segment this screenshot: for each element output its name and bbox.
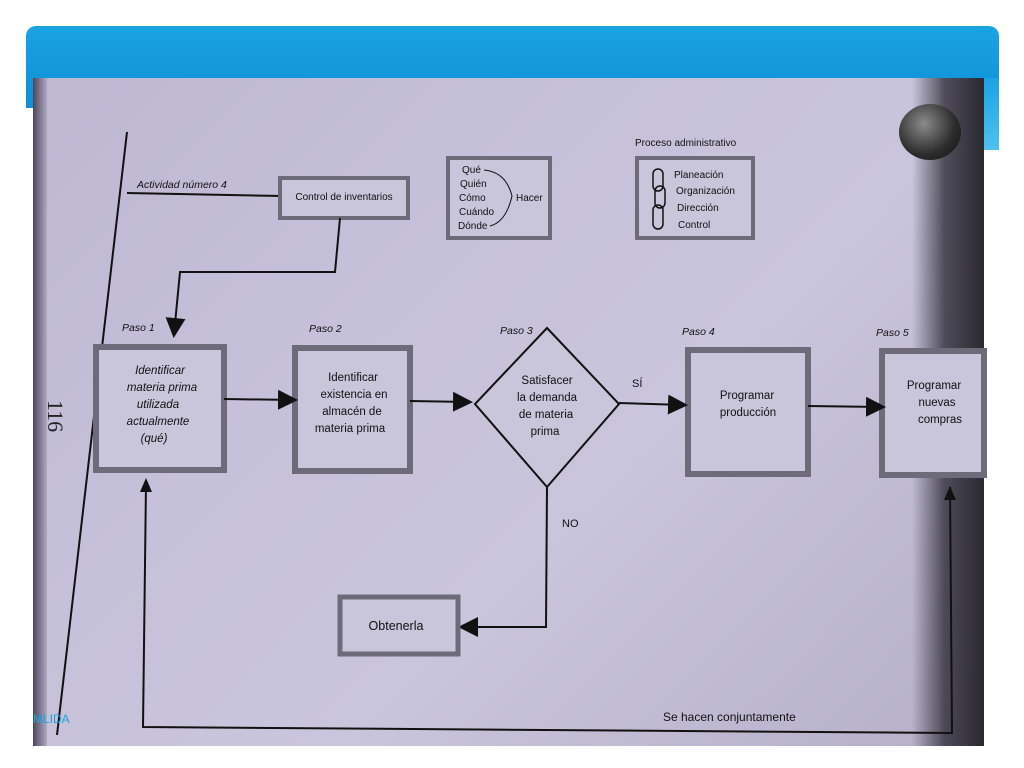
step3-decision xyxy=(473,326,621,489)
activity-line xyxy=(126,192,283,197)
questions-brace xyxy=(483,169,513,227)
step5-line: Programar xyxy=(907,380,961,392)
question-item: Cuándo xyxy=(459,207,494,218)
step3-line: la demanda xyxy=(517,392,578,404)
questions-result: Hacer xyxy=(516,193,543,204)
step1-label: Paso 1 xyxy=(122,322,155,334)
step1-line: materia prima xyxy=(127,382,197,394)
process-item: Control xyxy=(678,220,710,231)
footer-fragment: MLIDA xyxy=(33,712,70,726)
process-list: Planeación Organización Dirección Contro… xyxy=(674,170,735,231)
step2-box xyxy=(292,345,413,474)
step1-line: actualmente xyxy=(127,416,190,428)
left-margin-line xyxy=(56,131,128,736)
question-item: Qué xyxy=(462,165,481,176)
process-title: Proceso administrativo xyxy=(635,138,737,149)
yes-label: SÍ xyxy=(632,377,643,390)
obtain-box xyxy=(337,594,461,657)
no-label: NO xyxy=(562,518,579,530)
step3-line: de materia xyxy=(519,409,574,421)
bottom-note: Se hacen conjuntamente xyxy=(663,710,796,724)
step2-line: almacén de xyxy=(322,406,381,418)
loop-arrowhead-left xyxy=(140,478,152,492)
step2-line: Identificar xyxy=(328,372,378,384)
step2-line: materia prima xyxy=(315,423,386,435)
step4-line: producción xyxy=(720,407,776,419)
arrow-step2-step3 xyxy=(409,391,473,412)
step5-text: Programar nuevas compras xyxy=(907,380,962,426)
step5-label: Paso 5 xyxy=(876,327,909,339)
arrow-step1-step2 xyxy=(223,389,298,410)
process-item: Organización xyxy=(676,186,735,197)
step2-line: existencia en xyxy=(320,389,387,401)
step5-line: nuevas xyxy=(918,397,955,409)
step4-line: Programar xyxy=(720,390,774,402)
step1-line: (qué) xyxy=(141,433,168,445)
step1-text: Identificar materia prima utilizada actu… xyxy=(127,365,197,445)
step5-line: compras xyxy=(918,414,962,426)
activity-label: Actividad número 4 xyxy=(136,179,227,191)
control-box-label: Control de inventarios xyxy=(295,192,392,203)
step3-line: prima xyxy=(531,426,560,438)
step2-label: Paso 2 xyxy=(309,323,342,335)
step3-text: Satisfacer la demanda de materia prima xyxy=(517,375,578,438)
chain-icon xyxy=(652,168,666,230)
question-item: Quién xyxy=(460,179,487,190)
obtain-box-label: Obtenerla xyxy=(369,619,424,633)
process-box xyxy=(635,156,755,240)
arrow-step4-step5 xyxy=(807,396,886,417)
step4-box xyxy=(685,347,811,477)
loop-connector xyxy=(141,482,954,735)
step3-line: Satisfacer xyxy=(521,375,572,387)
step4-text: Programar producción xyxy=(720,390,776,419)
connector-control-step1 xyxy=(165,217,341,338)
question-item: Cómo xyxy=(459,193,486,204)
arrow-step3-step4 xyxy=(618,394,688,415)
step3-label: Paso 3 xyxy=(500,325,533,337)
step5-box xyxy=(879,348,987,478)
step1-line: Identificar xyxy=(135,365,186,377)
step1-box xyxy=(93,344,227,473)
binder-ring xyxy=(899,104,961,160)
questions-box xyxy=(446,156,552,240)
loop-arrowhead-right xyxy=(944,486,956,500)
question-item: Dónde xyxy=(458,221,488,232)
process-item: Dirección xyxy=(677,203,719,214)
page-number: 116 xyxy=(43,400,68,432)
step4-label: Paso 4 xyxy=(682,326,715,338)
step2-text: Identificar existencia en almacén de mat… xyxy=(315,372,388,435)
arrow-no-obtain xyxy=(458,486,548,637)
page-shadow-left xyxy=(33,78,47,746)
slide-header-accent xyxy=(984,78,999,150)
step1-line: utilizada xyxy=(137,399,179,411)
process-item: Planeación xyxy=(674,170,723,181)
control-box xyxy=(278,176,410,220)
questions-list: Qué Quién Cómo Cuándo Dónde xyxy=(458,165,494,232)
